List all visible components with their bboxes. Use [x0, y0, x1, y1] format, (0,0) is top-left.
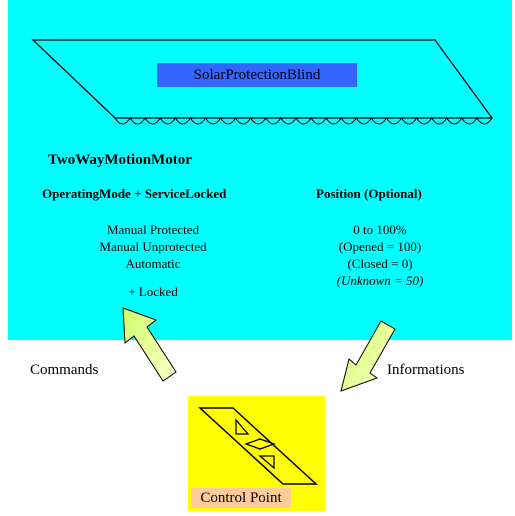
mode-item: Automatic [125, 256, 181, 271]
operating-mode-header: OperatingMode + ServiceLocked [42, 186, 227, 201]
down-triangle-icon [258, 455, 275, 470]
position-unknown: (Unknown = 50) [336, 273, 424, 288]
position-closed: (Closed = 0) [347, 256, 413, 271]
position-range: 0 to 100% [353, 222, 407, 237]
mode-item: Manual Unprotected [99, 239, 207, 254]
stop-diamond-icon [244, 438, 276, 450]
blind-panel [8, 0, 512, 340]
commands-label: Commands [30, 362, 99, 378]
informations-arrow [340, 320, 396, 392]
motor-title: TwoWayMotionMotor [48, 152, 192, 168]
informations-label: Informations [387, 362, 465, 378]
blind-fringe [114, 117, 493, 125]
locked-mode: + Locked [128, 284, 178, 299]
commands-arrow [122, 307, 177, 382]
remote-control-icon [198, 407, 318, 485]
operating-modes-list: Manual Protected Manual Unprotected Auto… [78, 221, 228, 272]
blind-label: SolarProtectionBlind [157, 63, 357, 87]
position-header: Position (Optional) [316, 186, 422, 201]
position-values: 0 to 100% (Opened = 100) (Closed = 0) (U… [300, 221, 460, 289]
position-opened: (Opened = 100) [338, 239, 422, 254]
up-triangle-icon [235, 418, 250, 435]
mode-item: Manual Protected [106, 222, 200, 237]
control-point-label: Control Point [191, 488, 291, 508]
